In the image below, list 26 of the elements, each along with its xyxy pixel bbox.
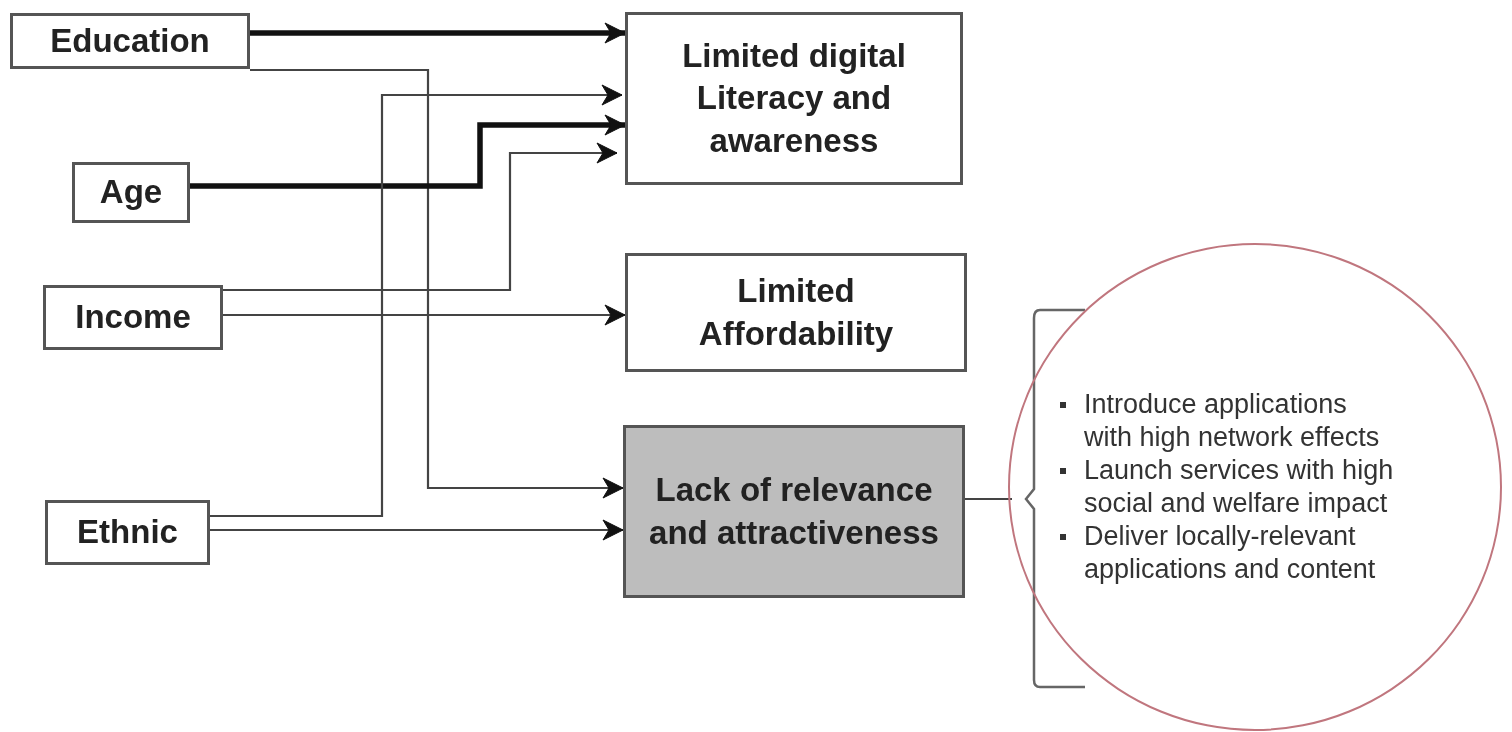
box-label: Limited digital Literacy and awareness [681,36,907,161]
arrow [223,142,618,292]
circle-outline [1008,243,1502,731]
box-label: Education [50,20,210,61]
process-box [625,12,963,185]
arrow [223,304,626,326]
connector-line [965,497,1012,501]
process-box [10,13,250,69]
bullet-text: Introduce applications with high network effects [1084,389,1380,452]
box-label: Age [99,172,163,213]
arrow [250,68,624,499]
bullet-text: Deliver locally-relevant applications and content [1084,521,1376,584]
box-label: Limited Affordability [697,271,895,354]
process-box [45,500,210,565]
arrow [190,114,626,189]
process-box [43,285,223,350]
bullet-text: Launch services with high social and welfare impact [1084,455,1394,518]
process-box [623,425,965,598]
process-box [72,162,190,223]
arrow [210,519,624,541]
box-label: Lack of relevance and attractiveness [649,470,939,553]
box-label: Income [75,297,191,338]
arrow [210,84,623,518]
box-label: Ethnic [77,512,178,553]
arrow [250,22,626,44]
process-box [625,253,967,372]
